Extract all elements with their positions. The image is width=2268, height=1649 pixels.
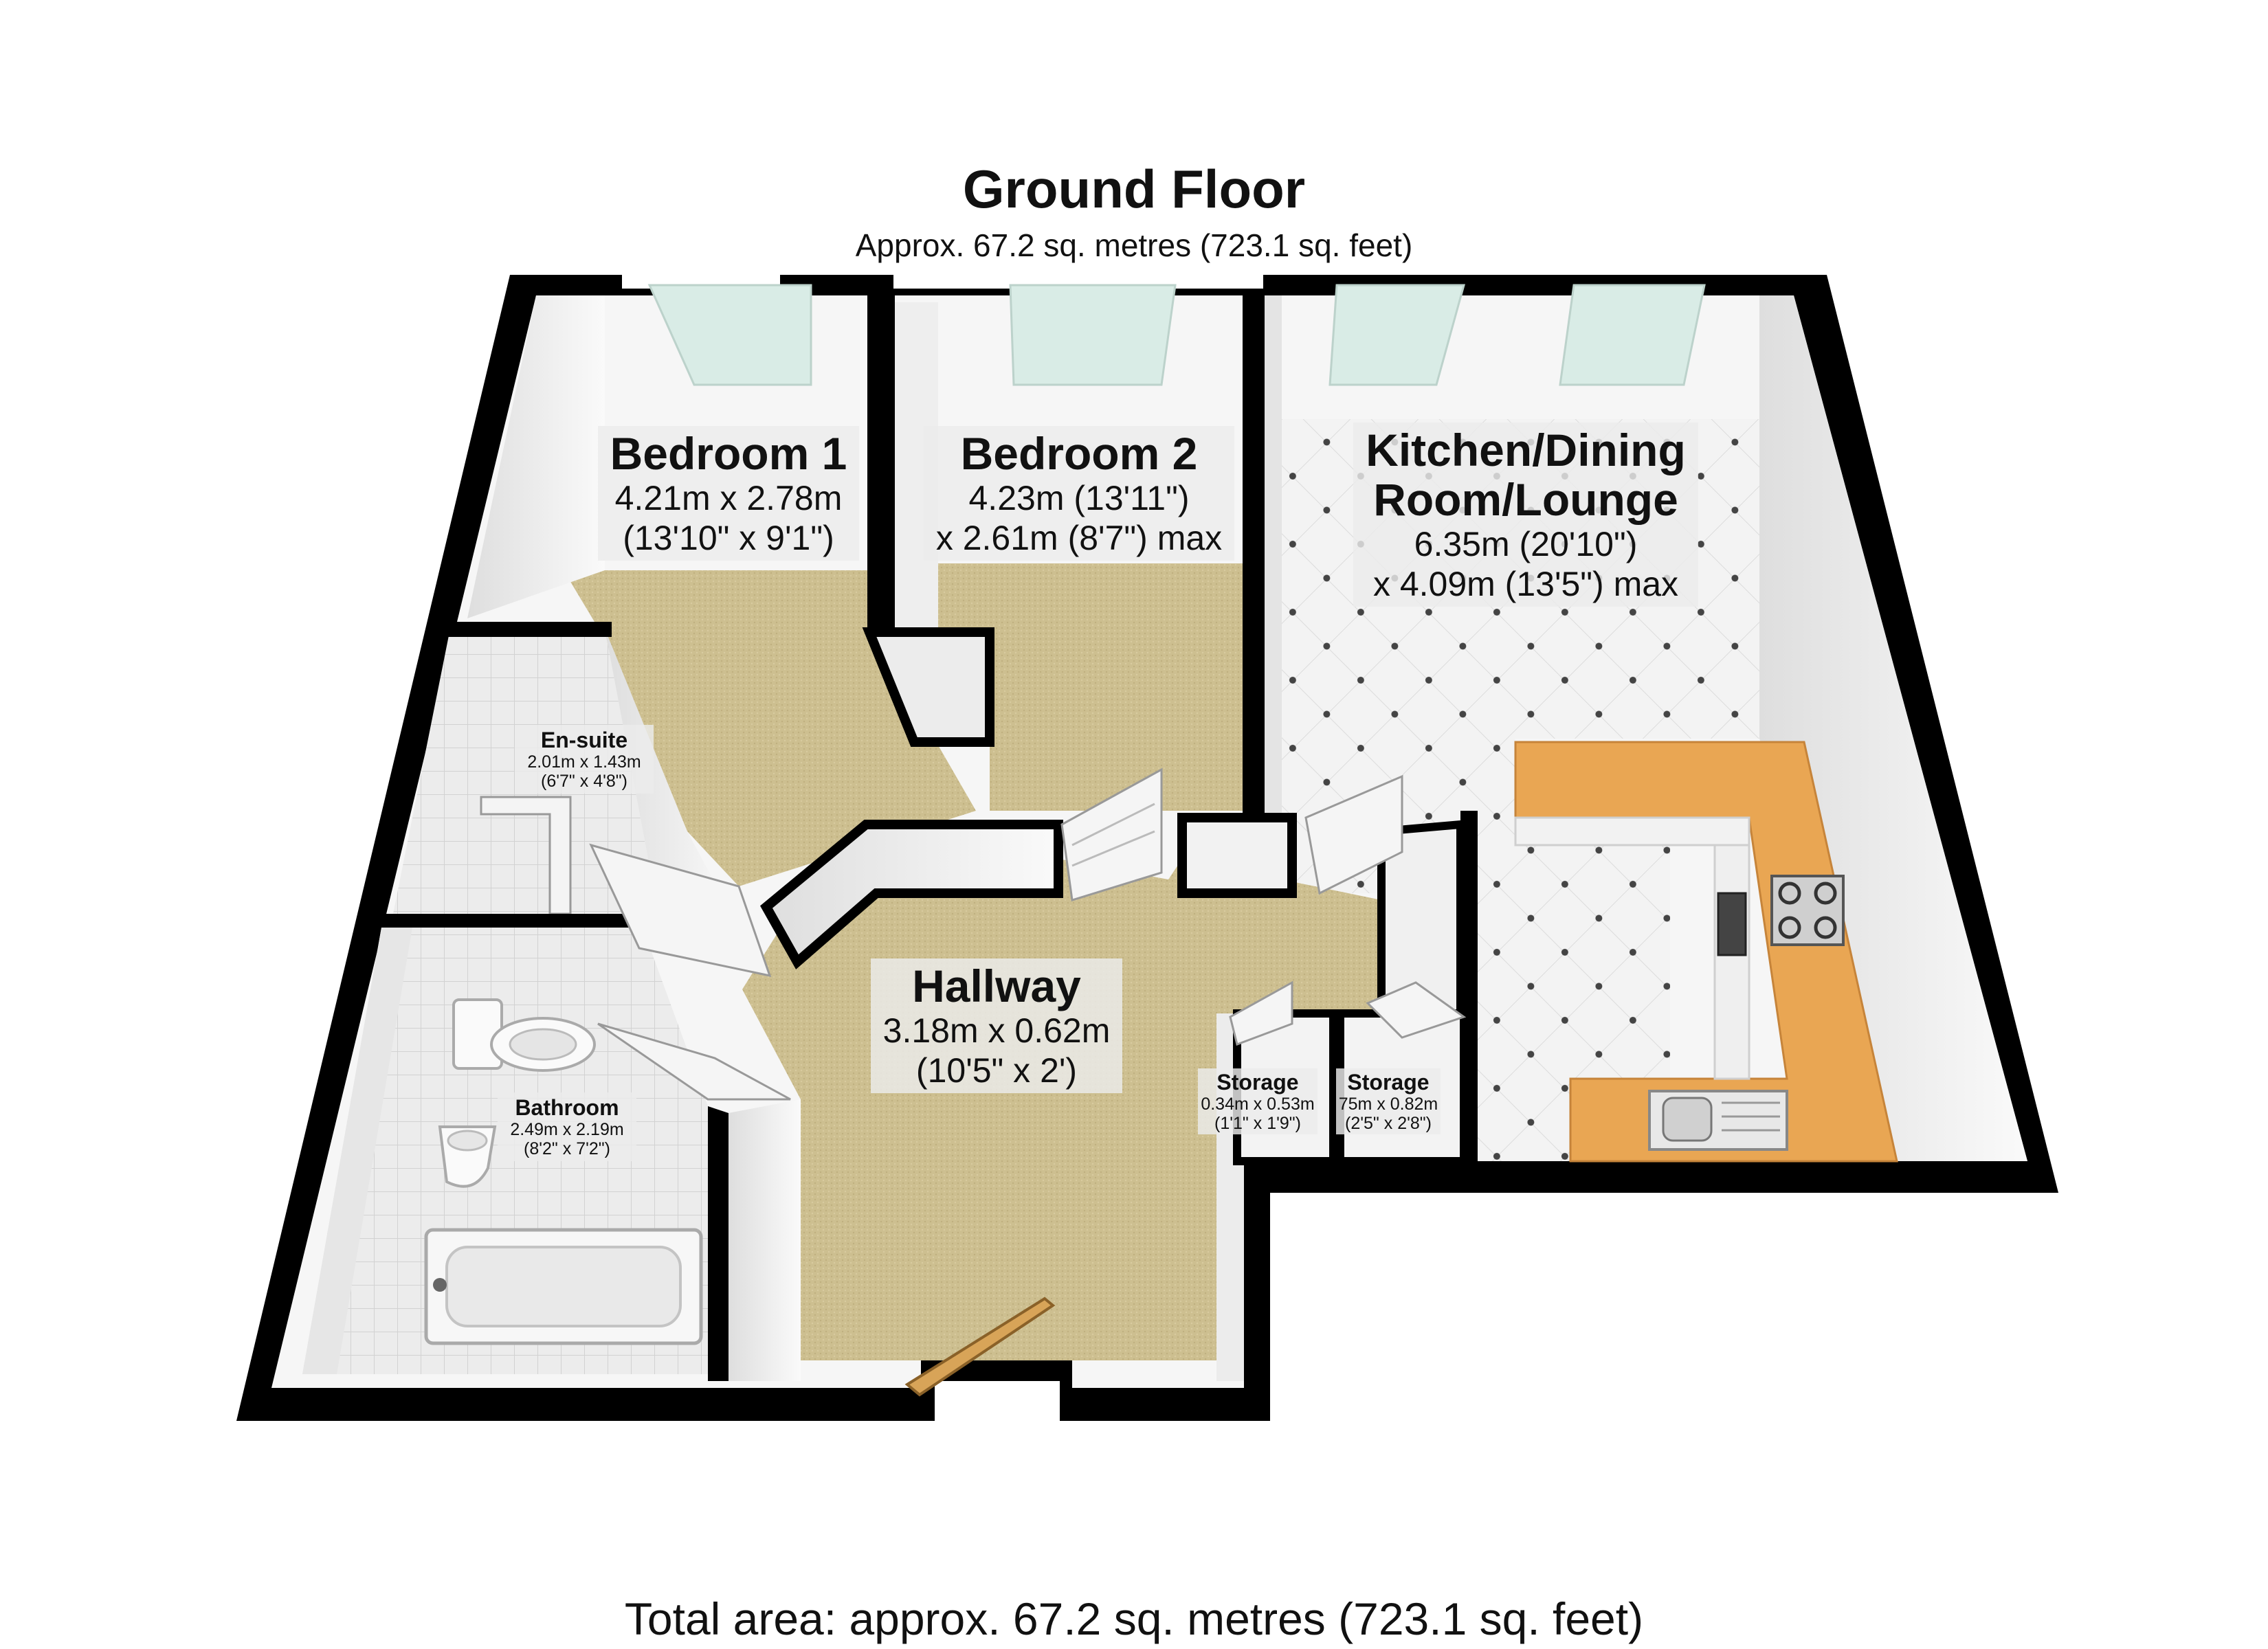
- kitchen-floor-lower: [1478, 818, 1670, 1161]
- room-dim: x 2.61m (8'7") max: [935, 519, 1223, 557]
- room-dim: 75m x 0.82m: [1338, 1095, 1438, 1114]
- room-dim: 2.01m x 1.43m: [527, 752, 641, 772]
- sink-icon: [1648, 1090, 1788, 1151]
- wall-ensuite-bath: [381, 914, 643, 929]
- bedroom2-floor: [935, 563, 1244, 811]
- room-name: Kitchen/Dining: [1366, 425, 1686, 475]
- bathroom-wall-left: [302, 928, 412, 1374]
- room-dim: 4.21m x 2.78m: [614, 479, 843, 517]
- label-hallway: Hallway 3.18m x 0.62m (10'5" x 2'): [825, 958, 1168, 1093]
- wall-hall-bed2-stub: [1177, 813, 1297, 898]
- label-storage1: Storage 0.34m x 0.53m (1'1" x 1'9"): [1182, 1068, 1333, 1134]
- wall-bed1-ensuite: [440, 622, 612, 637]
- bath-icon: [424, 1228, 703, 1345]
- total-area: Total area: approx. 67.2 sq. metres (723…: [624, 1593, 1644, 1644]
- room-name: Storage: [1216, 1070, 1299, 1095]
- label-bedroom1: Bedroom 1 4.21m x 2.78m (13'10" x 9'1"): [570, 426, 887, 561]
- room-name: Room/Lounge: [1373, 474, 1678, 525]
- window-bedroom2: [1009, 284, 1177, 386]
- oven-icon: [1717, 892, 1747, 956]
- kitchen-wall-right: [1759, 295, 2027, 1161]
- room-dim: x 4.09m (13'5") max: [1372, 565, 1679, 603]
- entrance-door: [904, 1297, 1056, 1397]
- kitchen-wall-left: [1261, 295, 1282, 818]
- door-storage2: [1366, 981, 1467, 1039]
- toilet-icon: [452, 998, 596, 1072]
- hallway-wall-upper: [760, 820, 1063, 969]
- window-bedroom1: [647, 284, 812, 386]
- label-storage2: Storage 75m x 0.82m (2'5" x 2'8"): [1330, 1068, 1447, 1134]
- room-name: Bedroom 1: [610, 428, 847, 479]
- window-kitchen-2: [1559, 284, 1706, 386]
- room-name: En-suite: [540, 728, 628, 752]
- room-dim: (1'1" x 1'9"): [1214, 1114, 1301, 1133]
- hob-icon: [1770, 875, 1845, 946]
- room-name: Storage: [1347, 1070, 1430, 1095]
- hallway-wall-left: [729, 1099, 801, 1381]
- room-dim: 0.34m x 0.53m: [1201, 1095, 1315, 1114]
- door-bathroom: [597, 1022, 791, 1101]
- room-dim: 3.18m x 0.62m: [882, 1011, 1111, 1050]
- window-kitchen-1: [1328, 284, 1465, 386]
- door-bedroom2: [1060, 767, 1163, 901]
- room-dim: 2.49m x 2.19m: [510, 1120, 624, 1139]
- label-bathroom: Bathroom 2.49m x 2.19m (8'2" x 7'2"): [474, 1092, 660, 1161]
- room-dim: (8'2" x 7'2"): [524, 1139, 610, 1158]
- label-bedroom2: Bedroom 2 4.23m (13'11") x 2.61m (8'7") …: [900, 426, 1258, 561]
- page-title: Ground Floor: [962, 159, 1306, 219]
- room-name: Hallway: [912, 961, 1081, 1011]
- wall-bed1-bed2: [867, 289, 895, 632]
- page-subtitle: Approx. 67.2 sq. metres (723.1 sq. feet): [855, 227, 1413, 263]
- room-dim: (13'10" x 9'1"): [623, 519, 834, 557]
- label-kitchen: Kitchen/Dining Room/Lounge 6.35m (20'10"…: [1326, 423, 1725, 607]
- room-dim: (2'5" x 2'8"): [1345, 1114, 1432, 1133]
- bedroom1-wall-left: [467, 295, 605, 618]
- room-dim: (6'7" x 4'8"): [541, 772, 627, 791]
- door-kitchen: [1304, 774, 1403, 895]
- basin-icon: [438, 1125, 497, 1188]
- label-ensuite: En-suite 2.01m x 1.43m (6'7" x 4'8"): [495, 725, 674, 794]
- kitchen-cabinets-front: [1514, 816, 1750, 846]
- room-dim: 4.23m (13'11"): [968, 479, 1190, 517]
- room-dim: 6.35m (20'10"): [1414, 525, 1638, 563]
- door-bedroom1: [589, 843, 772, 978]
- room-name: Bedroom 2: [960, 428, 1198, 479]
- bathroom-wall-right: [708, 1106, 729, 1381]
- room-name: Bathroom: [515, 1095, 619, 1120]
- bedroom2-closet: [862, 627, 994, 747]
- door-storage1: [1229, 980, 1293, 1046]
- kitchen-cabinets-right: [1713, 844, 1750, 1080]
- wall-bed2-kitchen: [1243, 289, 1265, 818]
- room-dim: (10'5" x 2'): [915, 1051, 1078, 1090]
